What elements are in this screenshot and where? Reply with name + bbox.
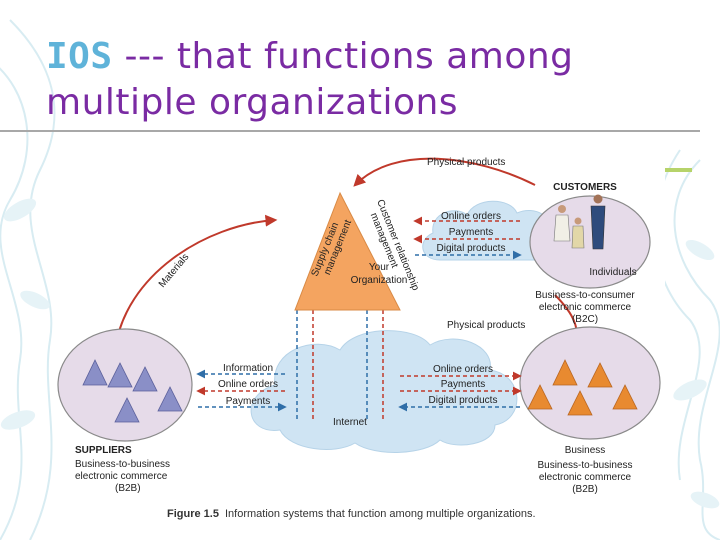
title-keyword: IOS bbox=[46, 36, 113, 77]
cloud-top-digital-products: Digital products bbox=[437, 243, 506, 254]
title-divider bbox=[0, 130, 700, 132]
b2c-line2: electronic commerce bbox=[539, 302, 632, 313]
suppliers-title: SUPPLIERS bbox=[75, 445, 132, 456]
physical-products-top-label: Physical products bbox=[427, 157, 505, 168]
right-flow-online-orders: Online orders bbox=[433, 364, 493, 375]
figure-caption-text: Information systems that function among … bbox=[225, 508, 536, 520]
customers-sub: Individuals bbox=[589, 267, 636, 278]
business-b2b-line2: electronic commerce bbox=[539, 472, 632, 483]
business-title: Business bbox=[565, 445, 606, 456]
title-text: --- that functions among multiple organi… bbox=[46, 36, 574, 123]
suppliers-b2b-line2: electronic commerce bbox=[75, 471, 168, 482]
customers-title: CUSTOMERS bbox=[553, 182, 617, 193]
right-flow-payments: Payments bbox=[441, 379, 485, 390]
figure-caption: Figure 1.5 Information systems that funct… bbox=[167, 508, 536, 520]
left-flow-information: Information bbox=[223, 363, 273, 374]
slide-title: IOS --- that functions among multiple or… bbox=[46, 34, 706, 126]
right-flow-digital-products: Digital products bbox=[429, 395, 498, 406]
suppliers-b2b-line3: (B2B) bbox=[115, 483, 141, 494]
your-org-label-line2: Organization bbox=[351, 275, 408, 286]
suppliers-b2b-line1: Business-to-business bbox=[75, 459, 170, 470]
cloud-top-online-orders: Online orders bbox=[441, 211, 501, 222]
physical-products-mid-label: Physical products bbox=[447, 320, 525, 331]
business-b2b-line1: Business-to-business bbox=[537, 460, 632, 471]
figure-caption-number: Figure 1.5 bbox=[167, 508, 219, 520]
internet-label: Internet bbox=[333, 417, 367, 428]
business-b2b-line3: (B2B) bbox=[572, 484, 598, 495]
b2c-line1: Business-to-consumer bbox=[535, 290, 635, 301]
left-flow-payments: Payments bbox=[226, 396, 270, 407]
your-org-label-line1: Your bbox=[369, 262, 390, 273]
b2c-line3: (B2C) bbox=[572, 314, 598, 325]
ios-figure: Your Organization Supply chain managemen… bbox=[55, 145, 665, 525]
ios-diagram: Your Organization Supply chain managemen… bbox=[55, 145, 665, 525]
cloud-top-payments: Payments bbox=[449, 227, 493, 238]
left-flow-online-orders: Online orders bbox=[218, 379, 278, 390]
